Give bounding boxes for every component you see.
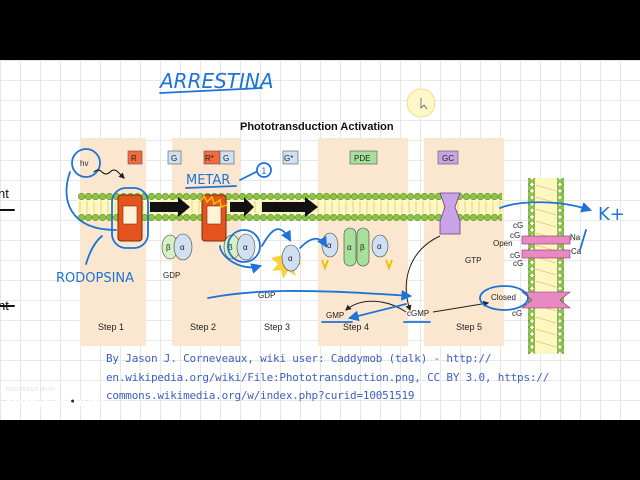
rodopsina-label: RODOPSINA (56, 271, 134, 286)
phototransduction-diagram: Phototransduction Activation R G R* G G*… (0, 60, 640, 420)
gmp-label: GMP (326, 311, 344, 320)
left-edge-text-top: nt (0, 186, 9, 201)
box-Rstar-label: R* (205, 154, 214, 163)
screencast-watermark: RECORDED WITH SCREENCAST●MATIC (6, 387, 106, 411)
svg-text:cG: cG (512, 309, 522, 318)
svg-text:α: α (288, 254, 293, 263)
step5-band (424, 138, 504, 346)
closed-label: Closed (491, 293, 516, 302)
step1-band (80, 138, 146, 346)
svg-text:α: α (347, 243, 352, 252)
box-R-label: R (131, 154, 137, 163)
cursor-highlight (407, 89, 435, 117)
svg-text:α: α (377, 242, 382, 251)
svg-text:1: 1 (261, 167, 267, 177)
svg-text:β: β (360, 243, 365, 252)
svg-text:cG: cG (513, 221, 523, 230)
svg-text:cG: cG (510, 231, 520, 240)
k-plus-label: K+ (598, 204, 625, 225)
attribution-line-2: en.wikipedia.org/wiki/File:Phototransduc… (106, 371, 549, 384)
plasma-membrane (528, 178, 564, 354)
figure-title: Phototransduction Activation (240, 121, 394, 133)
top-labels: R G R* G G* PDE GC (128, 151, 458, 164)
hv-label: hv (80, 159, 88, 168)
svg-text:cG: cG (513, 259, 523, 268)
open-label: Open (493, 239, 513, 248)
box-G-label: G (171, 154, 177, 163)
svg-text:β: β (166, 243, 171, 252)
step3-label: Step 3 (264, 322, 290, 332)
box-Gstar-label: G* (284, 154, 293, 163)
svg-text:α: α (327, 241, 332, 250)
record-icon: ● (68, 397, 77, 406)
svg-text:α: α (180, 243, 185, 252)
step2-label: Step 2 (190, 322, 216, 332)
attribution-line-3: commons.wikimedia.org/w/index.php?curid=… (106, 389, 414, 402)
box-G2-label: G (223, 154, 229, 163)
gdp-label-1: GDP (163, 271, 180, 280)
step-bands (80, 138, 504, 346)
whiteboard-canvas: Phototransduction Activation R G R* G G*… (0, 60, 640, 420)
gtp-label: GTP (465, 256, 481, 265)
left-edge-text-bottom: nt (0, 298, 9, 313)
step1-label: Step 1 (98, 322, 124, 332)
svg-text:α: α (243, 243, 248, 252)
box-GC-label: GC (442, 154, 454, 163)
svg-text:Na: Na (570, 233, 581, 242)
attribution-line-1: By Jason J. Corneveaux, wiki user: Caddy… (106, 352, 491, 365)
step4-label: Step 4 (343, 322, 369, 332)
cgmp-label: cGMP (407, 309, 429, 318)
step5-label: Step 5 (456, 322, 482, 332)
box-PDE-label: PDE (354, 154, 370, 163)
rhodopsin-step1 (118, 195, 142, 241)
rhodopsin-step2 (200, 195, 227, 241)
